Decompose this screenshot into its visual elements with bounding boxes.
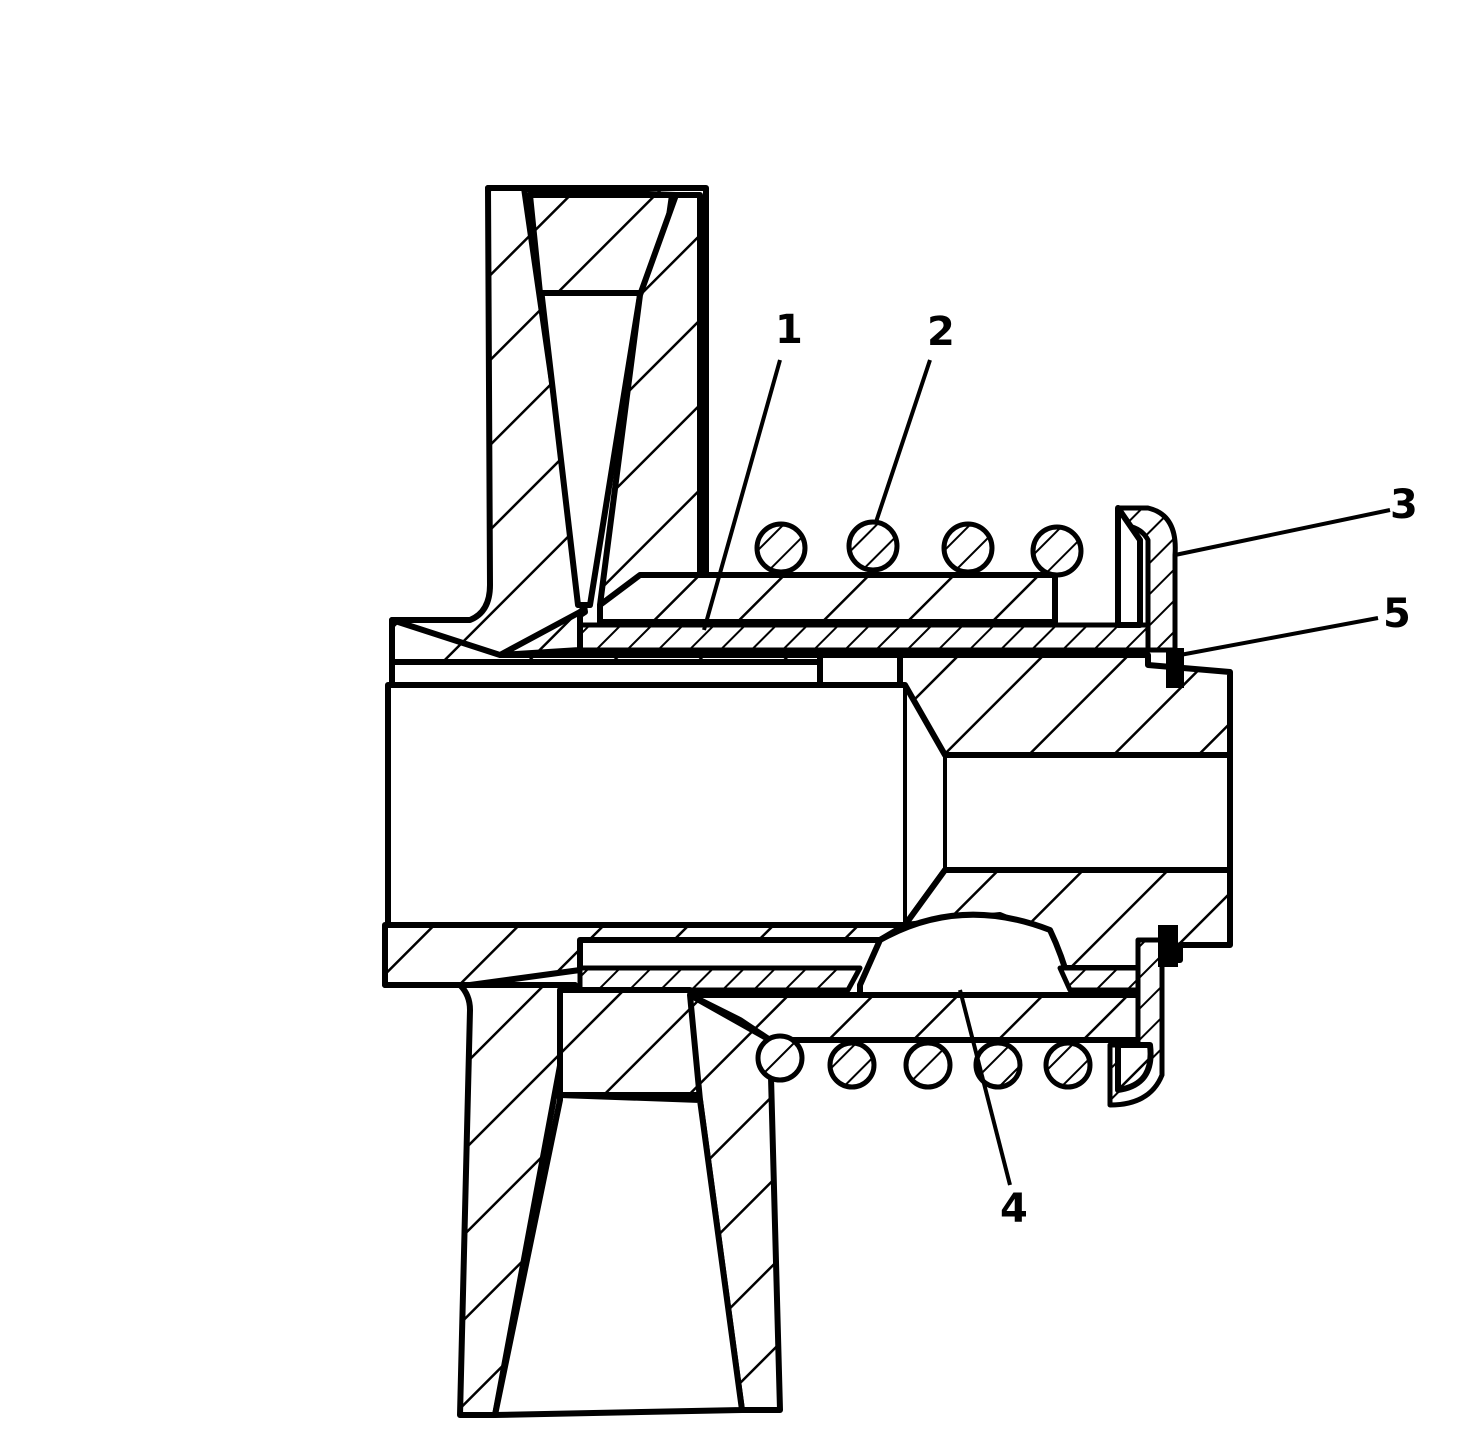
- leader-5: [1179, 616, 1379, 657]
- leader-1: [702, 359, 782, 631]
- hub-upper: [389, 609, 1233, 758]
- leader-3: [1174, 508, 1391, 557]
- leader-4: [958, 989, 1012, 1186]
- liner-upper: [577, 622, 1151, 653]
- liner-lower: [577, 965, 1143, 993]
- callout-label-5: 5: [1383, 591, 1411, 637]
- end-cap-part-3: [1107, 505, 1178, 1108]
- leader-2: [874, 359, 932, 523]
- callout-label-3: 3: [1390, 482, 1418, 528]
- callout-label-4: 4: [1000, 1186, 1028, 1232]
- callout-label-2: 2: [927, 309, 955, 355]
- callout-label-1: 1: [775, 307, 803, 353]
- lower-pulley-flange: [382, 982, 783, 1418]
- spring-coils-lower: [755, 1033, 1093, 1090]
- spring-coils-upper: [754, 519, 1084, 578]
- leader-lines: [702, 359, 1391, 1186]
- upper-outer-sleeve: [597, 572, 1058, 625]
- upper-pulley-flange: [389, 185, 723, 658]
- seal-part-5: [1158, 648, 1184, 967]
